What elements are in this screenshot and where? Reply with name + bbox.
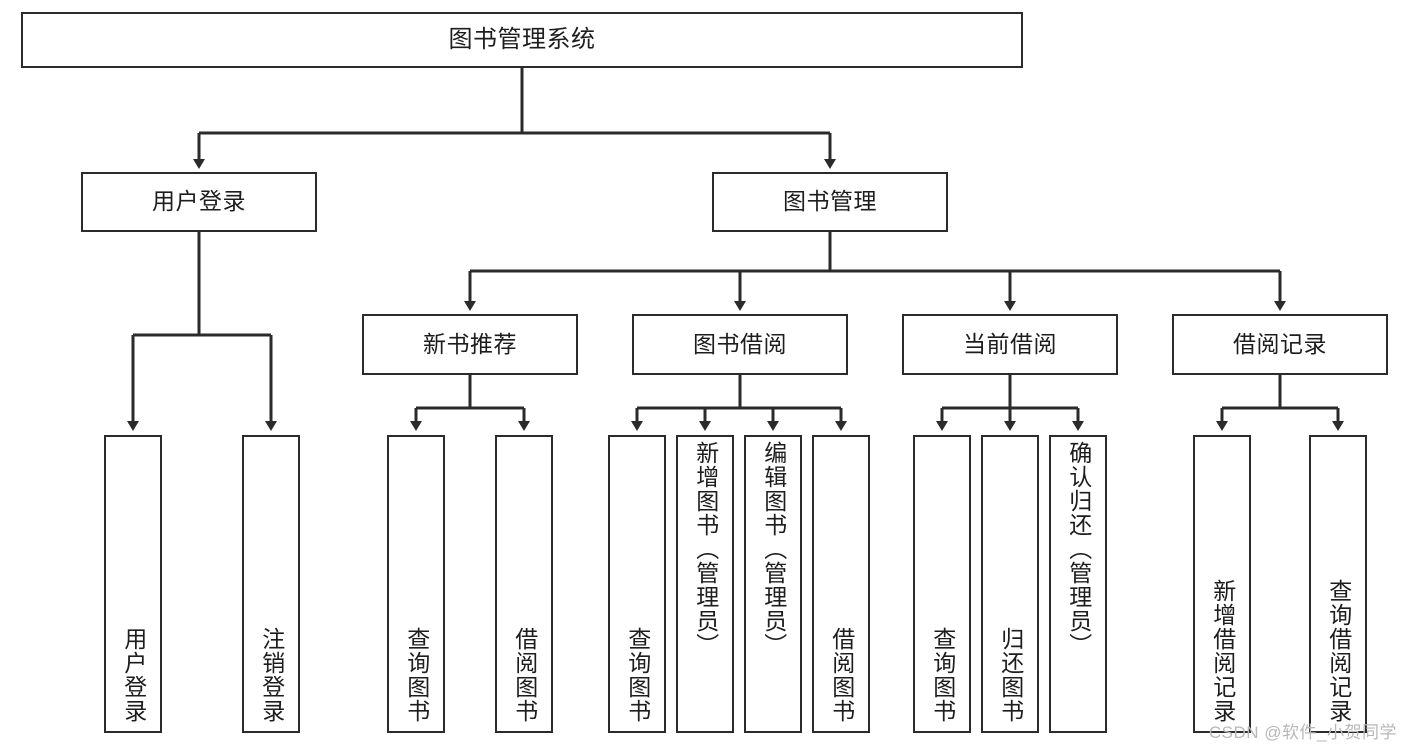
leaf-current-confirm-return-admin[interactable]: 确认归还（管理员） (1049, 435, 1107, 733)
leaf-user-login-signin[interactable]: 用户登录 (104, 435, 162, 733)
node-label: 借阅图书 (828, 627, 855, 723)
node-label: 新增图书（管理员） (692, 441, 719, 657)
leaf-records-add-record[interactable]: 新增借阅记录 (1193, 435, 1251, 733)
leaf-borrow-add-book-admin[interactable]: 新增图书（管理员） (676, 435, 734, 733)
node-label: 当前借阅 (963, 330, 1057, 357)
node-label: 查询借阅记录 (1325, 579, 1352, 723)
node-label: 确认归还（管理员） (1065, 441, 1092, 657)
node-current-borrow[interactable]: 当前借阅 (902, 314, 1118, 375)
node-label: 编辑图书（管理员） (760, 441, 787, 657)
leaf-current-query-book[interactable]: 查询图书 (913, 435, 971, 733)
node-label: 图书借阅 (693, 330, 787, 357)
leaf-borrow-edit-book-admin[interactable]: 编辑图书（管理员） (744, 435, 802, 733)
node-label: 用户登录 (152, 188, 246, 215)
node-user-login[interactable]: 用户登录 (81, 172, 317, 232)
node-book-borrow[interactable]: 图书借阅 (632, 314, 848, 375)
leaf-borrow-query-book[interactable]: 查询图书 (608, 435, 666, 733)
watermark: CSDN @软件_小贺同学 (1208, 723, 1397, 742)
leaf-current-return-book[interactable]: 归还图书 (981, 435, 1039, 733)
leaf-new-books-borrow[interactable]: 借阅图书 (495, 435, 553, 733)
node-new-book-recommend[interactable]: 新书推荐 (362, 314, 578, 375)
node-label: 图书管理系统 (448, 25, 596, 53)
node-label: 用户登录 (120, 627, 147, 723)
node-borrow-records[interactable]: 借阅记录 (1172, 314, 1388, 375)
node-label: 查询图书 (403, 627, 430, 723)
node-label: 借阅记录 (1233, 330, 1327, 357)
node-label: 归还图书 (997, 627, 1024, 723)
node-label: 新增借阅记录 (1209, 579, 1236, 723)
leaf-borrow-borrow-book[interactable]: 借阅图书 (812, 435, 870, 733)
node-label: 图书管理 (783, 188, 877, 215)
node-root-system[interactable]: 图书管理系统 (21, 12, 1023, 68)
node-label: 注销登录 (258, 627, 285, 723)
leaf-new-books-query[interactable]: 查询图书 (387, 435, 445, 733)
leaf-records-query-record[interactable]: 查询借阅记录 (1309, 435, 1367, 733)
node-label: 查询图书 (624, 627, 651, 723)
node-label: 借阅图书 (511, 627, 538, 723)
node-label: 新书推荐 (423, 330, 517, 357)
leaf-user-login-signout[interactable]: 注销登录 (242, 435, 300, 733)
node-label: 查询图书 (929, 627, 956, 723)
node-book-management[interactable]: 图书管理 (712, 172, 948, 232)
